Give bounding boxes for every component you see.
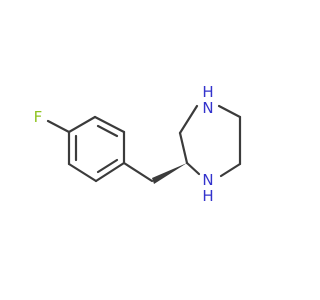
stereo-wedge-bond (152, 163, 187, 184)
nitrogen-bottom-label: N (202, 171, 213, 189)
bond-c-f (46, 119, 71, 134)
bond-c2-c3 (93, 115, 126, 134)
bond-chiral-ch2-ring (178, 131, 189, 165)
benzene-ring (67, 115, 126, 183)
piperazine-ring (178, 104, 242, 178)
bond-c4-c5 (94, 161, 126, 183)
double-bond-inner-2 (96, 158, 119, 174)
fluorine-label: F (34, 108, 43, 126)
bond-nbottom-chiral (185, 161, 201, 176)
bond-c1-c2 (67, 115, 97, 134)
bond-c5-c6 (67, 162, 98, 183)
hydrogen-bottom-label: H (202, 187, 213, 205)
bond-ring-ch2 (122, 161, 154, 183)
bond-ntop-c (217, 104, 242, 119)
double-bond-inner-1 (96, 124, 119, 138)
molecule-structure: F N H N H (34, 83, 242, 205)
bond-c-nbottom (219, 162, 242, 178)
bond-ch2-ntop (178, 104, 199, 135)
nitrogen-top-label: N (202, 99, 213, 117)
hydrogen-top-label: H (202, 83, 213, 101)
